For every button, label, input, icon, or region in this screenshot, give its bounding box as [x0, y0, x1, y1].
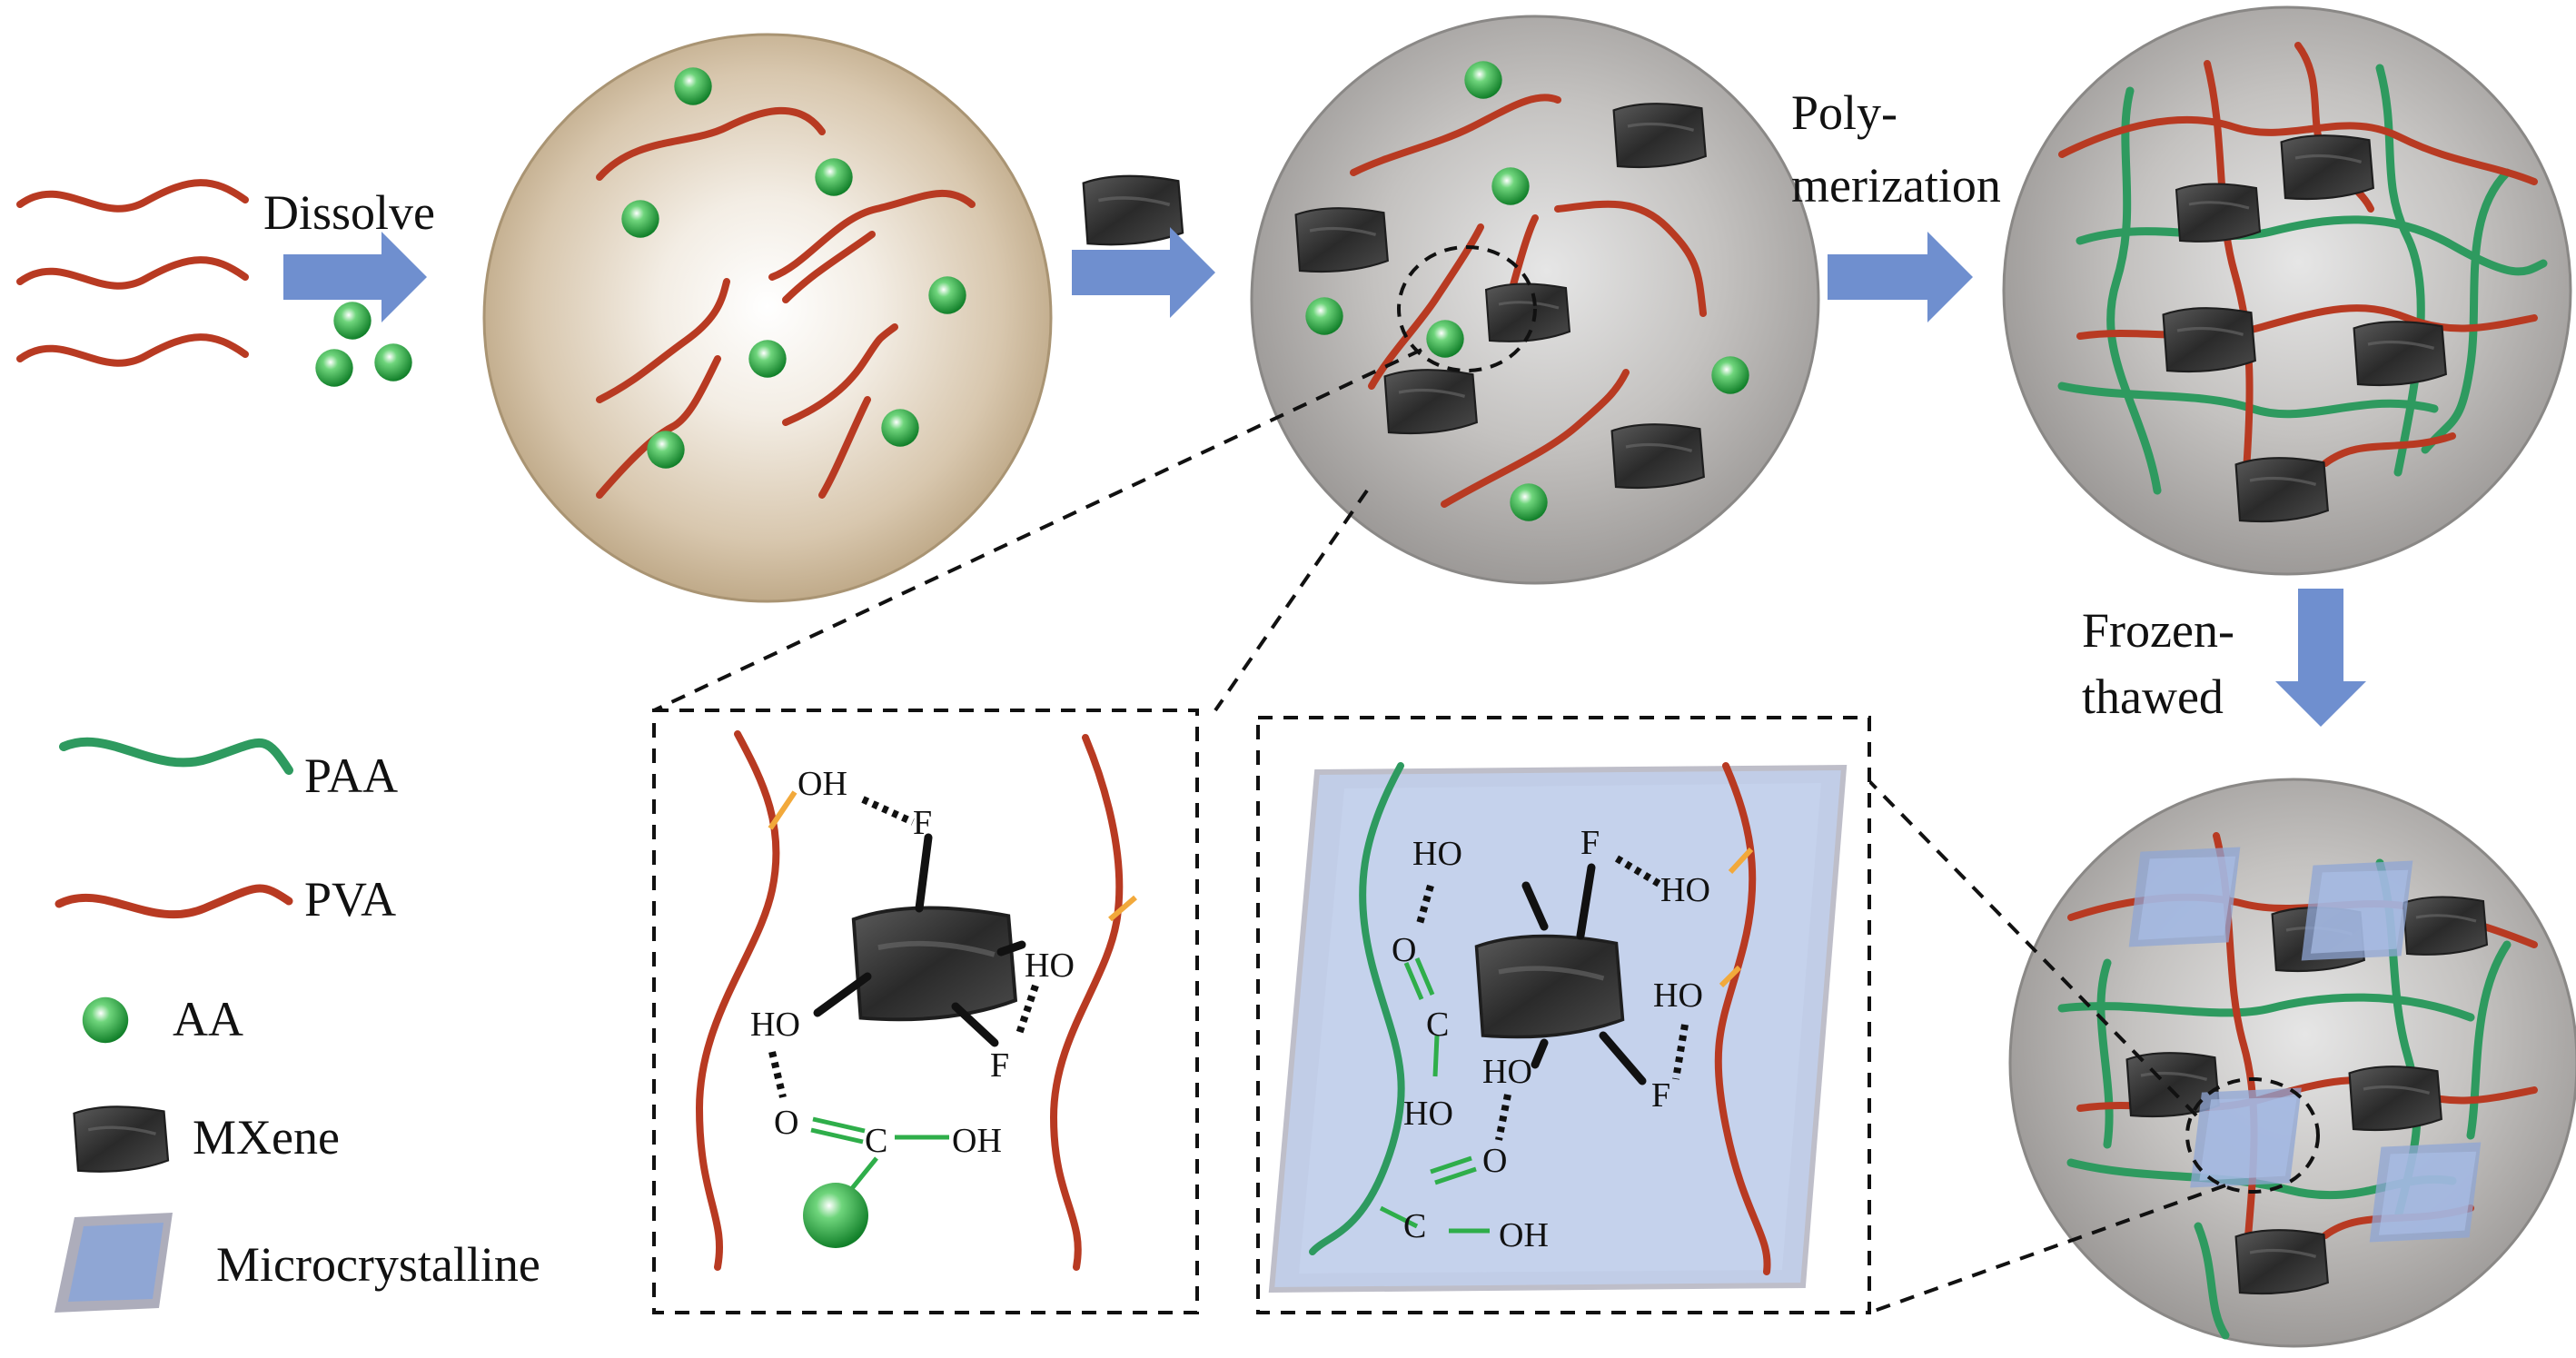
legend-paa-swatch: [59, 737, 293, 775]
zoom-lines: [653, 348, 2226, 1314]
legend: PAA PVA AA MXene Microcrystalline: [54, 737, 540, 1313]
inset2-ho-right: HO: [1653, 976, 1703, 1015]
inset2-o-low: O: [1482, 1142, 1507, 1180]
legend-micro-label: Microcrystalline: [216, 1237, 540, 1292]
legend-aa-label: AA: [173, 992, 243, 1046]
sphere-mxene: [1250, 15, 1820, 585]
polymerization-label-2: merization: [1791, 158, 2001, 213]
inset2-c-low: C: [1403, 1207, 1426, 1245]
legend-micro-swatch: [54, 1213, 173, 1313]
zoom-circle-sphere4: [2185, 1077, 2320, 1194]
inset1-c: C: [865, 1122, 887, 1160]
sphere-frozen-thawed: [2008, 778, 2576, 1348]
inset-2-microcrystalline-bonds: HO O C HO F HO HO F HO O C OH: [1256, 716, 1871, 1314]
polymerization-label-1: Poly-: [1791, 85, 1897, 140]
inset1-ho-right: HO: [1025, 947, 1075, 985]
legend-pva-swatch: [54, 884, 293, 919]
add-mxene-arrow: [1072, 227, 1215, 318]
inset2-c-top: C: [1426, 1006, 1449, 1044]
legend-paa-label: PAA: [304, 748, 398, 803]
dissolve-arrow: [283, 232, 427, 322]
inset2-ho-right-top: HO: [1660, 871, 1710, 909]
inset-1-mxene-hydrogen-bonds: OH F HO HO F O C OH: [652, 709, 1199, 1314]
legend-pva-label: PVA: [304, 872, 396, 927]
legend-mxene-swatch: [72, 1105, 170, 1174]
sphere-polymerized: [2002, 5, 2572, 576]
inset2-oh-low: OH: [1499, 1216, 1549, 1254]
mxene-added-icon: [1081, 174, 1184, 246]
inset1-oh-top: OH: [798, 765, 847, 803]
inset1-f-bottom: F: [990, 1046, 1009, 1085]
inset1-oh-bottom: OH: [952, 1122, 1002, 1160]
frozen-label-2: thawed: [2082, 669, 2224, 724]
frozen-label-1: Frozen-: [2082, 603, 2234, 658]
sphere-dissolved: [482, 33, 1053, 603]
zoom-circle-sphere2: [1397, 245, 1537, 372]
inset2-f-bottom: F: [1651, 1076, 1670, 1115]
inset1-f-top: F: [913, 804, 932, 842]
legend-aa-swatch: [82, 996, 129, 1044]
inset1-o: O: [774, 1104, 798, 1142]
inset2-ho-center: HO: [1482, 1053, 1532, 1091]
polymerization-arrow: [1828, 232, 1973, 322]
legend-mxene-label: MXene: [193, 1110, 340, 1165]
aa-monomers-raw: [315, 302, 412, 387]
dissolve-label: Dissolve: [263, 185, 435, 240]
inset2-ho-mid: HO: [1403, 1095, 1453, 1133]
frozen-thawed-arrow: [2275, 589, 2366, 727]
inset2-f-top: F: [1580, 824, 1600, 862]
inset2-o-top: O: [1392, 931, 1416, 969]
pva-chains-raw: [16, 179, 249, 367]
inset2-ho-top: HO: [1412, 835, 1462, 873]
inset1-ho-left: HO: [750, 1006, 800, 1044]
